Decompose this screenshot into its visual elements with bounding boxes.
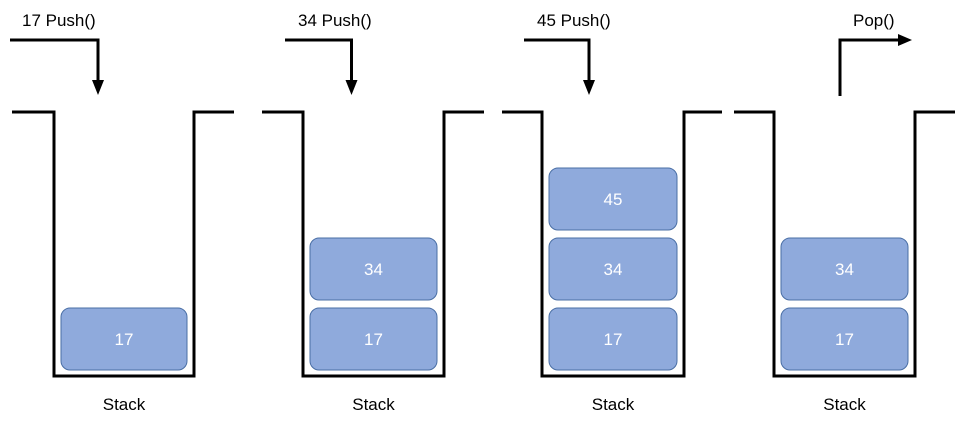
stack-block: [548, 307, 678, 371]
stack-block-label: 45: [604, 190, 623, 209]
stack-block-label: 17: [115, 330, 134, 349]
stack-container: [12, 110, 234, 378]
stack-block: [60, 307, 188, 371]
stack-block: [780, 237, 909, 301]
stack-block-label: 17: [604, 330, 623, 349]
stack-block-label: 34: [364, 260, 383, 279]
arrow-head-down-icon: [345, 80, 358, 95]
operation-label: 45 Push(): [537, 11, 611, 30]
stack-block: [309, 237, 438, 301]
push-arrow: [10, 38, 100, 82]
stack-block: [548, 167, 678, 231]
pop-arrow: [838, 38, 900, 96]
stack-block: [309, 307, 438, 371]
stack-block-label: 34: [604, 260, 623, 279]
arrow-head-right-icon: [898, 34, 912, 46]
stack-label: Stack: [352, 395, 395, 414]
push-arrow: [524, 38, 591, 82]
stack-block-label: 34: [835, 260, 854, 279]
stack-label: Stack: [823, 395, 866, 414]
operation-label: Pop(): [853, 11, 895, 30]
stack-container: [262, 110, 484, 378]
arrow-head-down-icon: [92, 80, 104, 95]
stack-block: [548, 237, 678, 301]
arrow-head-down-icon: [583, 80, 595, 95]
stack-container: [734, 110, 955, 378]
operation-label: 34 Push(): [298, 11, 372, 30]
stack-block: [780, 307, 909, 371]
stack-label: Stack: [103, 395, 146, 414]
stack-container: [502, 110, 722, 378]
stack-label: Stack: [592, 395, 635, 414]
stack-block-label: 17: [364, 330, 383, 349]
stack-block-label: 17: [835, 330, 854, 349]
operation-label: 17 Push(): [22, 11, 96, 30]
push-arrow: [285, 38, 353, 82]
